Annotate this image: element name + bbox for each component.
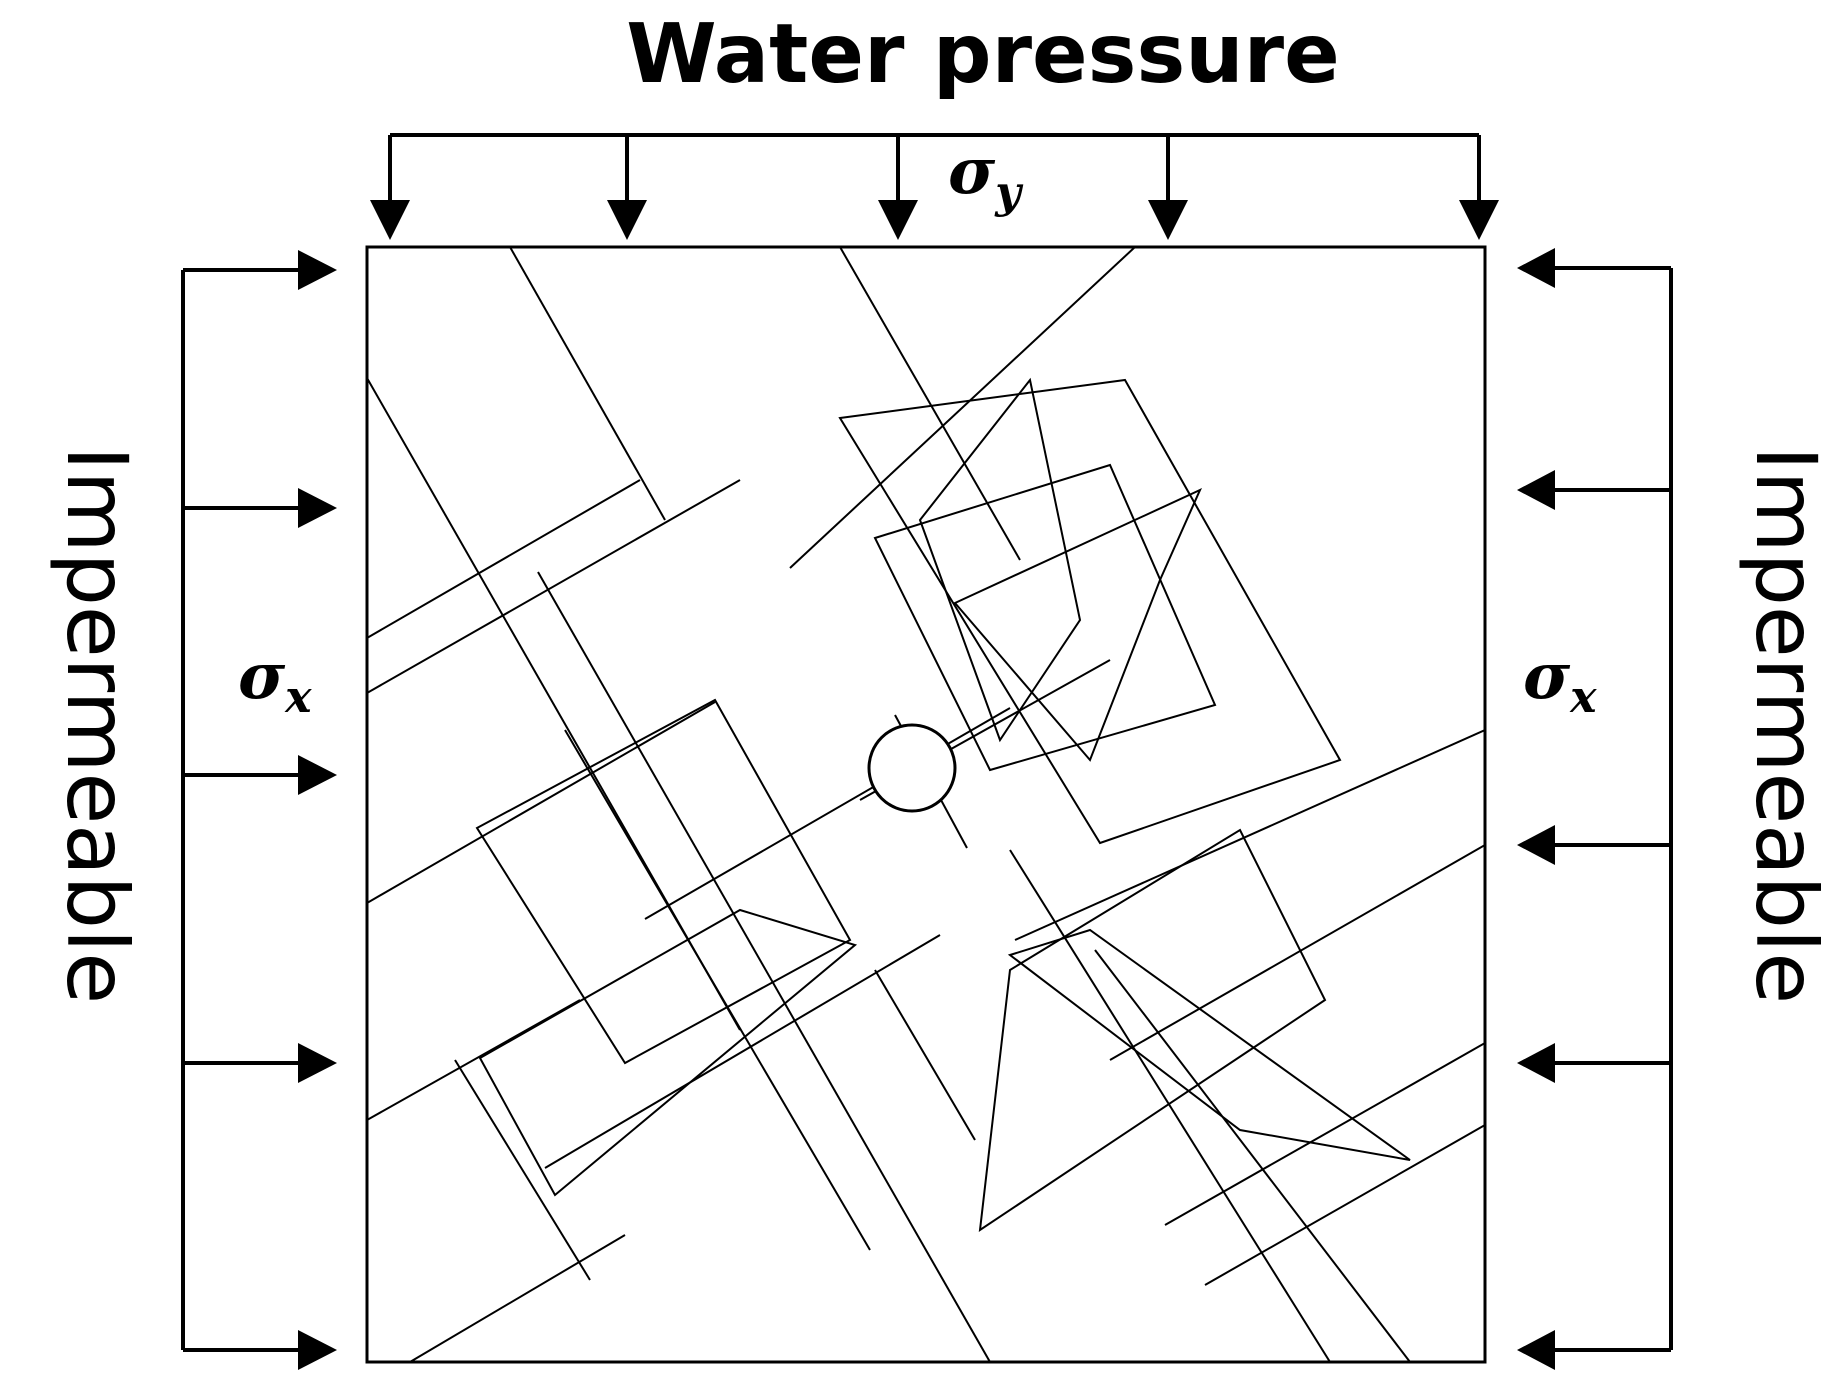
right-arrowheads (1517, 248, 1555, 1370)
fracture-network (367, 247, 1485, 1362)
left-arrowheads (298, 250, 337, 1370)
rock-domain-boundary (365, 245, 1487, 1364)
title-label: Water pressure (626, 7, 1339, 102)
left-boundary-label: Impermeable (48, 446, 146, 1004)
top-arrowheads (370, 200, 1499, 240)
sigma-x-left-label: σx (238, 639, 312, 723)
right-boundary-label: Impermeable (1737, 446, 1830, 1004)
sigma-y-label: σy (948, 134, 1024, 218)
sigma-x-right-label: σx (1523, 639, 1597, 723)
top-load-arrows (388, 133, 1481, 205)
left-load-arrows (181, 268, 305, 1352)
right-load-arrows (1548, 266, 1673, 1352)
borehole (867, 723, 957, 813)
